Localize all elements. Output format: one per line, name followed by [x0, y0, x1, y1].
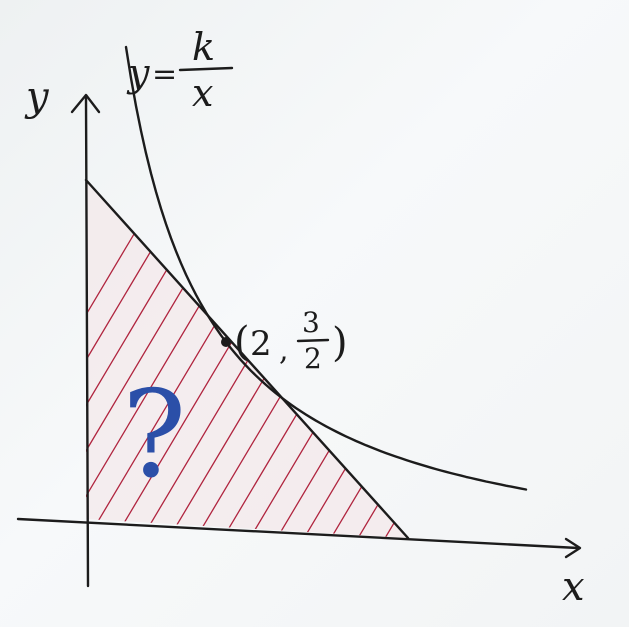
- hatch-line: [371, 180, 408, 538]
- point-y-denominator: 2: [304, 342, 322, 375]
- hatch-line: [561, 140, 629, 560]
- equation-lhs: y: [126, 51, 150, 95]
- hatch-line: [263, 180, 408, 538]
- x-axis-line: [16, 517, 580, 550]
- hyperbola-curve: [124, 45, 528, 491]
- equation-numerator: k: [192, 25, 215, 69]
- y-axis-arrow: [70, 93, 101, 114]
- hatch-line: [426, 140, 629, 560]
- hatch-line: [615, 140, 629, 560]
- hatch-line: [507, 140, 629, 560]
- tangent-point-dot: [221, 337, 231, 347]
- point-y-fraction-bar: [296, 338, 330, 343]
- hatch-line: [398, 180, 408, 538]
- point-label: ( 2 , 3 2 ): [234, 306, 348, 375]
- hatch-line: [588, 140, 629, 560]
- point-y-numerator: 3: [302, 306, 320, 339]
- question-mark: ?: [122, 366, 186, 505]
- hatch-line: [290, 180, 408, 538]
- point-x-value: 2: [250, 324, 272, 364]
- equation-equals: =: [152, 57, 177, 92]
- y-axis-label: y: [24, 74, 50, 120]
- hatch-line: [317, 180, 408, 538]
- equation-denominator: x: [192, 71, 213, 115]
- equation-fraction-bar: [178, 66, 234, 72]
- point-comma: ,: [279, 333, 289, 368]
- equation-label: y = k x: [126, 25, 234, 115]
- point-open-paren: (: [234, 319, 250, 365]
- x-axis: [16, 517, 582, 559]
- x-axis-arrow: [564, 537, 582, 559]
- hatch-line: [480, 140, 629, 560]
- tangent-line: [84, 178, 410, 540]
- x-axis-label: x: [562, 564, 585, 610]
- hatch-line: [453, 140, 629, 560]
- point-close-paren: ): [332, 320, 348, 366]
- hatch-line: [534, 140, 629, 560]
- hatch-line: [344, 180, 408, 538]
